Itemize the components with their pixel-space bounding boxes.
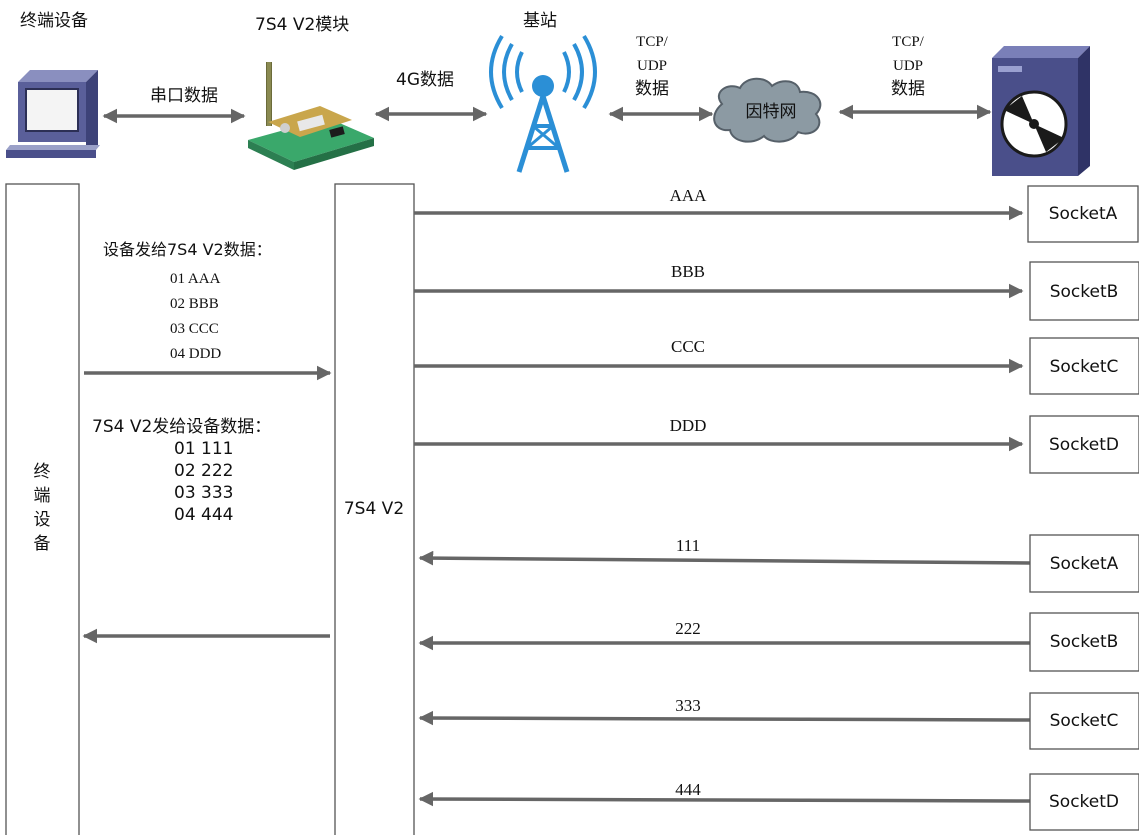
- outgoing-row-a: AAA SocketA: [414, 185, 1139, 243]
- device-lane-char-4: 备: [34, 534, 51, 554]
- to-module-line-3: 03 CCC: [170, 321, 219, 337]
- terminal-label: 终端设备: [20, 11, 88, 31]
- incoming-data-a: 111: [676, 536, 700, 555]
- module-icon: [248, 62, 374, 170]
- tcp-udp-right-line2: UDP: [893, 58, 923, 74]
- tcp-udp-left-line3: 数据: [635, 79, 669, 99]
- device-lane-char-3: 设: [34, 510, 51, 530]
- to-device-line-3: 03 333: [174, 483, 233, 503]
- server-icon: [992, 46, 1090, 176]
- incoming-data-b: 222: [675, 619, 701, 638]
- socket-label-in-b: SocketB: [1050, 632, 1119, 652]
- tcp-udp-right-line3: 数据: [891, 79, 925, 99]
- 4g-data-label: 4G数据: [396, 70, 454, 90]
- tcp-udp-right-line1: TCP/: [892, 34, 925, 50]
- incoming-row-d: 444 SocketD: [418, 773, 1139, 831]
- device-lane-char-2: 端: [34, 486, 51, 506]
- tcp-udp-left-line2: UDP: [637, 58, 667, 74]
- socket-label-out-d: SocketD: [1049, 435, 1119, 455]
- incoming-arrow-d: [418, 791, 1031, 807]
- socket-label-out-b: SocketB: [1050, 282, 1119, 302]
- internet-label: 因特网: [746, 102, 797, 122]
- incoming-data-d: 444: [675, 780, 701, 799]
- socket-box-out-c: [1029, 337, 1139, 395]
- outgoing-row-c: CCC SocketC: [414, 337, 1139, 395]
- serial-data-label: 串口数据: [150, 86, 218, 106]
- to-device-line-1: 01 111: [174, 439, 233, 459]
- outgoing-row-d: DDD SocketD: [414, 415, 1139, 474]
- module-label: 7S4 V2模块: [255, 15, 349, 35]
- to-device-line-4: 04 444: [174, 505, 233, 525]
- incoming-data-c: 333: [675, 696, 701, 715]
- incoming-row-a: 111 SocketA: [418, 534, 1139, 593]
- incoming-row-c: 333 SocketC: [418, 692, 1139, 750]
- outgoing-data-b: BBB: [671, 262, 705, 281]
- socket-box-out-b: [1029, 261, 1139, 321]
- computer-icon: [6, 70, 100, 158]
- socket-label-in-d: SocketD: [1049, 792, 1119, 812]
- tcp-udp-left-line1: TCP/: [636, 34, 669, 50]
- station-label: 基站: [523, 11, 557, 31]
- outgoing-data-d: DDD: [670, 416, 707, 435]
- to-module-title: 设备发给7S4 V2数据：: [103, 240, 272, 259]
- socket-box-in-b: [1029, 612, 1139, 672]
- incoming-arrow-a: [418, 550, 1031, 566]
- to-module-line-2: 02 BBB: [170, 296, 219, 312]
- incoming-row-b: 222 SocketB: [418, 612, 1139, 672]
- socket-box-in-c: [1029, 692, 1139, 750]
- tower-icon: [489, 34, 597, 173]
- socket-box-in-a: [1029, 534, 1139, 593]
- socket-label-in-a: SocketA: [1050, 554, 1119, 574]
- socket-box-in-d: [1029, 773, 1139, 831]
- socket-label-in-c: SocketC: [1050, 711, 1119, 731]
- device-lane: [5, 183, 80, 835]
- outgoing-data-c: CCC: [671, 337, 705, 356]
- to-module-line-1: 01 AAA: [170, 271, 221, 287]
- device-lane-char-1: 终: [34, 462, 51, 482]
- module-lane: [334, 183, 415, 835]
- socket-box-out-d: [1029, 415, 1139, 474]
- outgoing-data-a: AAA: [670, 186, 708, 205]
- to-module-line-4: 04 DDD: [170, 346, 221, 362]
- internet-cloud-icon: [713, 77, 822, 143]
- socket-label-out-a: SocketA: [1049, 204, 1118, 224]
- to-device-title: 7S4 V2发给设备数据：: [92, 417, 271, 437]
- socket-label-out-c: SocketC: [1050, 357, 1119, 377]
- incoming-arrow-c: [418, 710, 1031, 726]
- module-lane-label: 7S4 V2: [344, 499, 404, 519]
- outgoing-row-b: BBB SocketB: [414, 261, 1139, 321]
- socket-box-out-a: [1027, 185, 1139, 243]
- to-device-line-2: 02 222: [174, 461, 233, 481]
